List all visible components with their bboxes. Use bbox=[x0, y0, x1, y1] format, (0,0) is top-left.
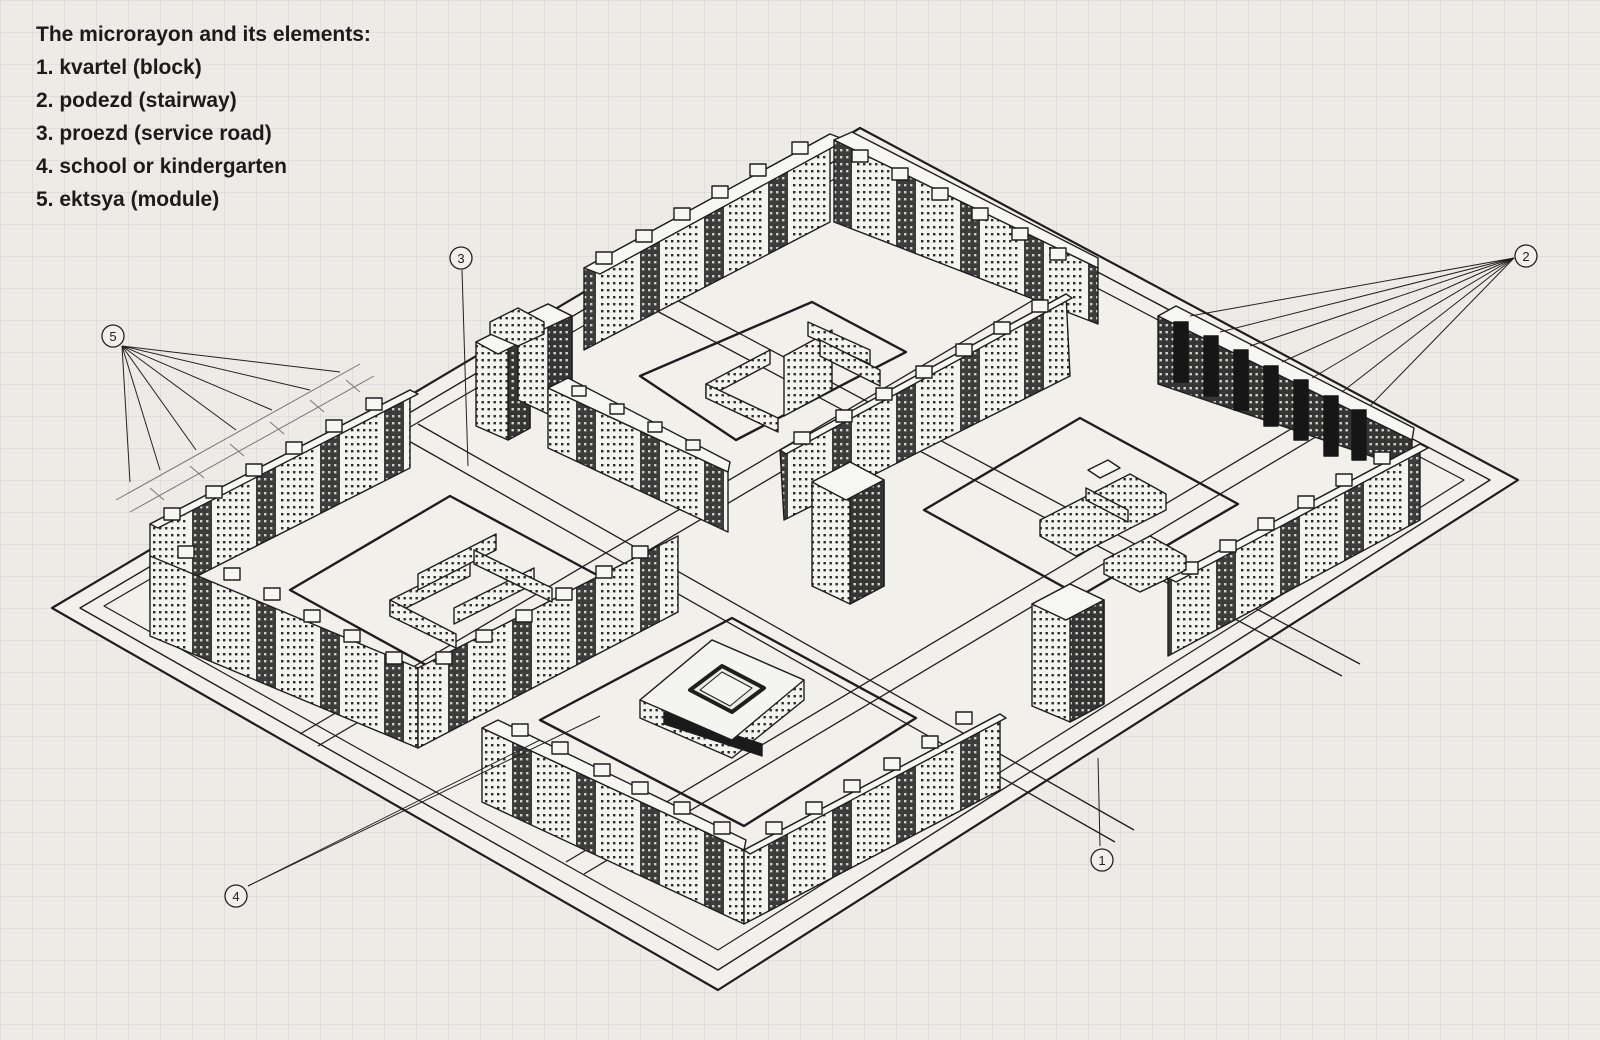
callout-2-label: 2 bbox=[1522, 249, 1529, 264]
building-west-interior bbox=[389, 533, 553, 649]
callout-5: 5 bbox=[101, 324, 125, 348]
building-north-slab-b bbox=[833, 131, 1099, 325]
roof-blocks-west-mid bbox=[571, 385, 701, 451]
callout-1: 1 bbox=[1090, 848, 1114, 872]
building-west-slab-c bbox=[417, 535, 679, 749]
building-south-slab-b bbox=[743, 713, 1007, 925]
legend-item-school: 4. school or kindergarten bbox=[36, 155, 287, 178]
building-school bbox=[639, 639, 805, 759]
tower-nw-3 bbox=[489, 307, 545, 347]
callout-3-label: 3 bbox=[457, 251, 464, 266]
tower-south-east bbox=[1031, 583, 1105, 723]
building-north-interior bbox=[705, 321, 881, 433]
courtyard-south bbox=[538, 616, 918, 828]
roof-blocks-centre bbox=[793, 299, 1049, 445]
legend: The microrayon and its elements: 1. kvar… bbox=[36, 18, 371, 216]
courtyard-north bbox=[638, 300, 908, 442]
callout-4-label: 4 bbox=[232, 889, 239, 904]
callout-4: 4 bbox=[224, 884, 248, 908]
legend-item-module: 5. ektsya (module) bbox=[36, 188, 220, 211]
legend-title: The microrayon and its elements: bbox=[36, 23, 371, 46]
buildings bbox=[149, 131, 1429, 925]
callout-1-label: 1 bbox=[1098, 853, 1105, 868]
courtyards bbox=[288, 300, 1240, 828]
roof-blocks-north bbox=[595, 141, 1067, 265]
roof-blocks-west bbox=[163, 397, 649, 665]
building-east-interior bbox=[1039, 459, 1187, 593]
stairway-sections bbox=[1173, 321, 1367, 461]
tower-centre bbox=[811, 461, 885, 605]
module-outline bbox=[115, 363, 375, 513]
courtyard-east bbox=[922, 416, 1240, 598]
callout-5-label: 5 bbox=[109, 329, 116, 344]
building-west-mid-slab bbox=[547, 377, 731, 533]
callout-leaders bbox=[121, 257, 1515, 887]
roof-blocks-south bbox=[511, 711, 973, 835]
callout-2: 2 bbox=[1514, 244, 1538, 268]
legend-item-block: 1. kvartel (block) bbox=[36, 56, 202, 79]
roof-blocks-east bbox=[1181, 451, 1391, 575]
legend-item-service-road: 3. proezd (service road) bbox=[36, 122, 272, 145]
callout-3: 3 bbox=[449, 246, 473, 270]
legend-item-stairway: 2. podezd (stairway) bbox=[36, 89, 237, 112]
building-south-slab-a bbox=[481, 719, 747, 925]
